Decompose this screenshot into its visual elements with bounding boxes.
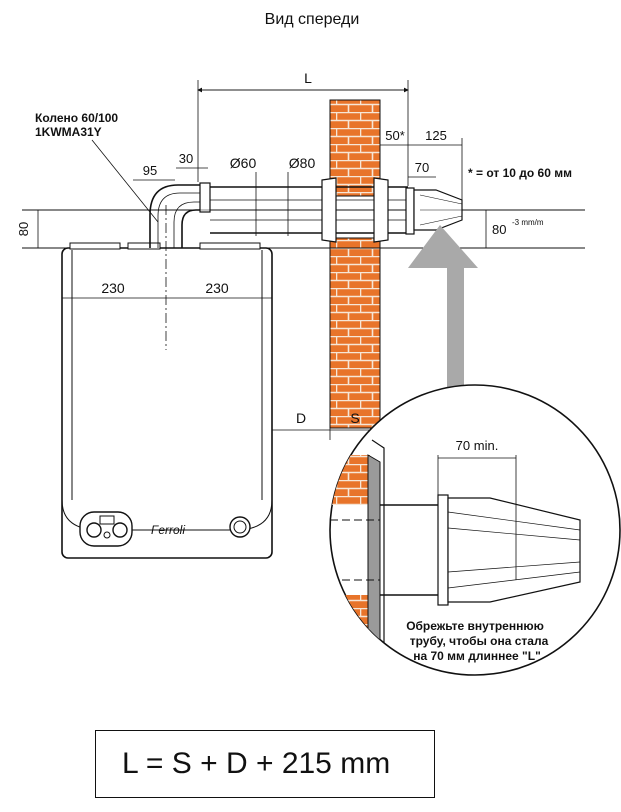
dimension-80-left-label: 80 xyxy=(16,222,31,236)
length-formula: L = S + D + 215 mm xyxy=(122,747,391,780)
brand-logo: Ferroli xyxy=(151,523,185,537)
right-knob-icon xyxy=(112,522,128,538)
detail-min-label: 70 min. xyxy=(456,438,499,453)
dimension-D-label: D xyxy=(296,410,306,426)
length-note: * = от 10 до 60 мм xyxy=(468,166,572,180)
dimension-95-label: 95 xyxy=(143,163,157,178)
dimension-80-right-label: 80 xyxy=(492,222,506,237)
pressure-gauge-icon xyxy=(229,516,251,538)
dimension-d80-label: Ø80 xyxy=(289,155,316,171)
left-knob-icon xyxy=(86,522,102,538)
detail-note-line1: Обрежьте внутреннюю xyxy=(406,619,544,633)
brick-wall xyxy=(329,99,381,429)
dimension-230-left-label: 230 xyxy=(101,280,125,296)
dimension-125-label: 125 xyxy=(425,128,447,143)
view-title: Вид спереди xyxy=(265,11,360,28)
dimension-30-label: 30 xyxy=(179,151,193,166)
dimension-S-label: S xyxy=(350,410,359,426)
zoom-arrow-icon xyxy=(408,225,478,415)
dimension-70-label: 70 xyxy=(415,160,429,175)
dimension-230-right-label: 230 xyxy=(205,280,229,296)
detail-note-line2: трубу, чтобы она стала xyxy=(410,634,549,648)
length-formula-box: L = S + D + 215 mm xyxy=(95,730,435,798)
elbow-label-line1: Колено 60/100 xyxy=(35,111,118,125)
elbow-leader-line xyxy=(91,139,159,223)
dimension-d60-label: Ø60 xyxy=(230,155,257,171)
dimension-L xyxy=(197,80,409,186)
dimension-L-label: L xyxy=(304,70,312,86)
display-icon xyxy=(99,515,115,525)
dimension-50-label: 50* xyxy=(385,128,405,143)
detail-note-line3: на 70 мм длиннее "L" xyxy=(413,649,541,663)
flue-pipe xyxy=(149,177,470,248)
boiler: Ferroli xyxy=(61,242,273,559)
dimension-80-right-superscript: -3 mm/m xyxy=(512,218,544,227)
elbow-label-line2: 1KWMA31Y xyxy=(35,125,102,139)
